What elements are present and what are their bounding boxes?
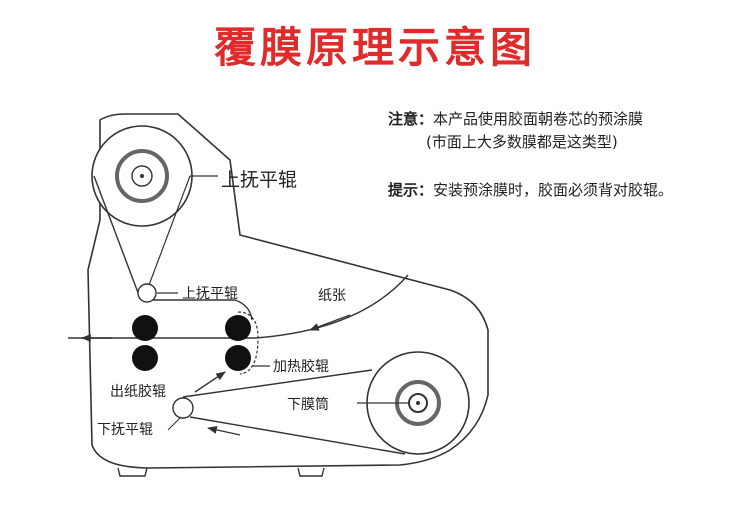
paper-direction-arrow <box>309 314 351 331</box>
label-lower-film: 下膜筒 <box>287 396 329 413</box>
lower-film-path <box>182 369 406 455</box>
attention-note: 注意：本产品使用胶面朝卷芯的预涂膜 <box>388 108 643 129</box>
output-roller-bottom <box>132 345 158 371</box>
paper-feed-path <box>254 274 409 339</box>
machine-body-outline <box>87 113 489 469</box>
attention-subnote: (市面上大多数膜都是这类型) <box>426 133 618 151</box>
tip-note: 提示：安装预涂膜时，胶面必须背对胶辊。 <box>388 179 673 200</box>
label-lower-roll: 下抚平辊 <box>97 422 153 438</box>
attention-label: 注意： <box>388 110 434 128</box>
label-upper-roll-small: 上抚平辊 <box>182 286 238 302</box>
upper-film-path-outer <box>148 175 191 286</box>
label-upper-roll-main: 上抚平辊 <box>221 169 297 191</box>
tip-text: 安装预涂膜时，胶面必须背对胶辊。 <box>433 181 674 199</box>
upper-film-roll <box>91 125 193 227</box>
upper-smoothing-roll <box>137 283 157 303</box>
machine-foot-right <box>297 467 325 477</box>
tip-label: 提示： <box>388 181 434 199</box>
lower-film-arrow-up <box>194 371 226 393</box>
label-heat-roller: 加热胶辊 <box>273 358 329 375</box>
output-roller-top <box>132 315 158 341</box>
attention-text: 本产品使用胶面朝卷芯的预涂膜 <box>433 110 644 128</box>
label-paper: 纸张 <box>318 288 346 304</box>
lower-smoothing-roll <box>172 397 194 419</box>
lower-film-arrow-left <box>207 426 241 436</box>
label-output-roller: 出纸胶辊 <box>110 383 166 400</box>
page-title: 覆膜原理示意图 <box>213 23 536 72</box>
heat-roller-top <box>225 315 251 341</box>
heat-roller-bottom <box>225 345 251 371</box>
lower-roll-leader-arrow <box>167 417 181 431</box>
machine-foot-left <box>117 467 148 477</box>
